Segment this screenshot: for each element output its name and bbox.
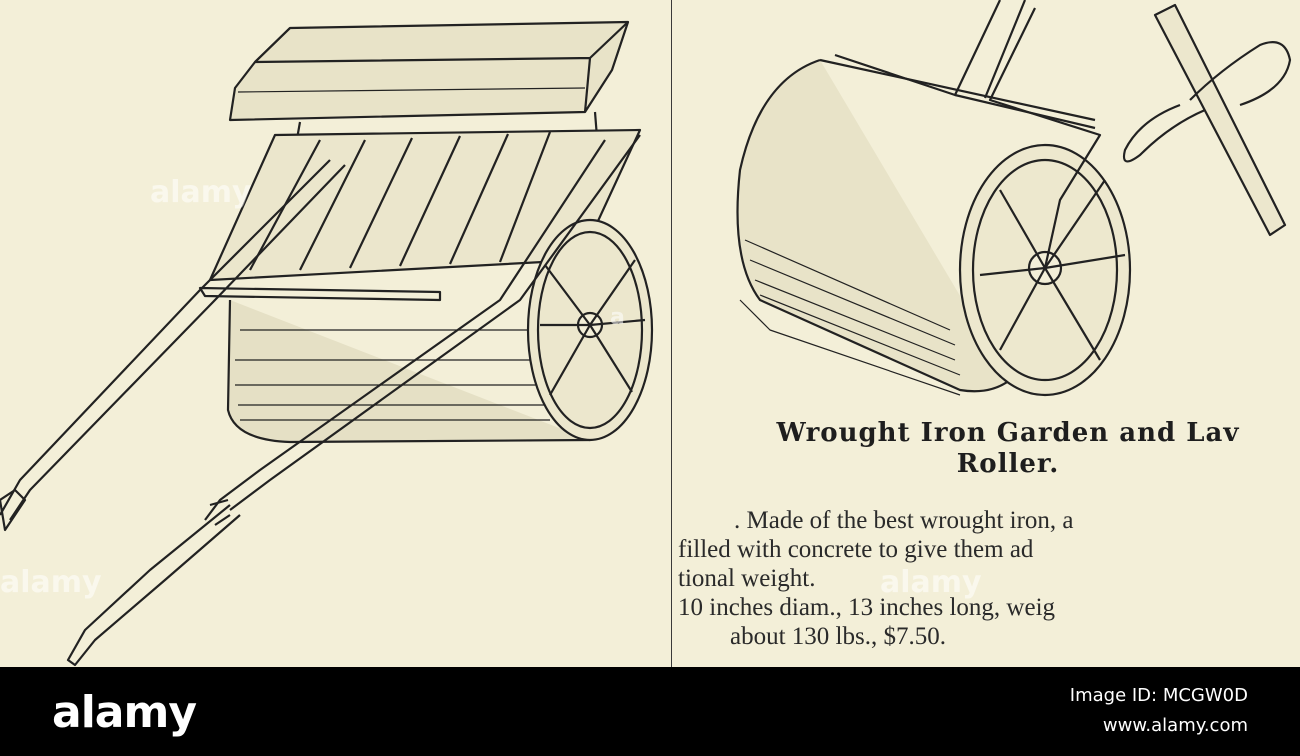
watermark-text: alamy	[150, 175, 252, 210]
description-line: 10 inches diam., 13 inches long, weig	[678, 594, 1056, 621]
lawn-roller-illustration	[736, 0, 1292, 397]
seat-roller-illustration	[0, 20, 654, 667]
site-url: www.alamy.com	[1102, 715, 1248, 736]
description-line: about 130 lbs., $7.50.	[730, 623, 946, 650]
watermark-text: alamy	[880, 565, 982, 600]
watermark-letter: a	[610, 305, 625, 330]
column-divider	[671, 0, 672, 667]
description-line: tional weight.	[678, 565, 816, 592]
watermark-text: alamy	[0, 565, 102, 600]
product-title-line2: Roller.	[956, 449, 1060, 479]
image-id-block: Image ID: MCGW0D www.alamy.com	[1070, 681, 1248, 741]
description-line: . Made of the best wrought iron, a	[734, 507, 1074, 534]
image-id: Image ID: MCGW0D	[1069, 685, 1248, 706]
catalog-page: Wrought Iron Garden and Lav Roller. . Ma…	[0, 0, 1300, 667]
product-title: Wrought Iron Garden and Lav Roller.	[688, 418, 1300, 480]
description-line: filled with concrete to give them ad	[678, 536, 1034, 563]
product-description: . Made of the best wrought iron, a fille…	[678, 506, 1300, 651]
watermark-footer: alamy Image ID: MCGW0D www.alamy.com	[0, 667, 1300, 756]
product-title-line1: Wrought Iron Garden and Lav	[776, 418, 1240, 448]
alamy-logo: alamy	[52, 687, 197, 738]
